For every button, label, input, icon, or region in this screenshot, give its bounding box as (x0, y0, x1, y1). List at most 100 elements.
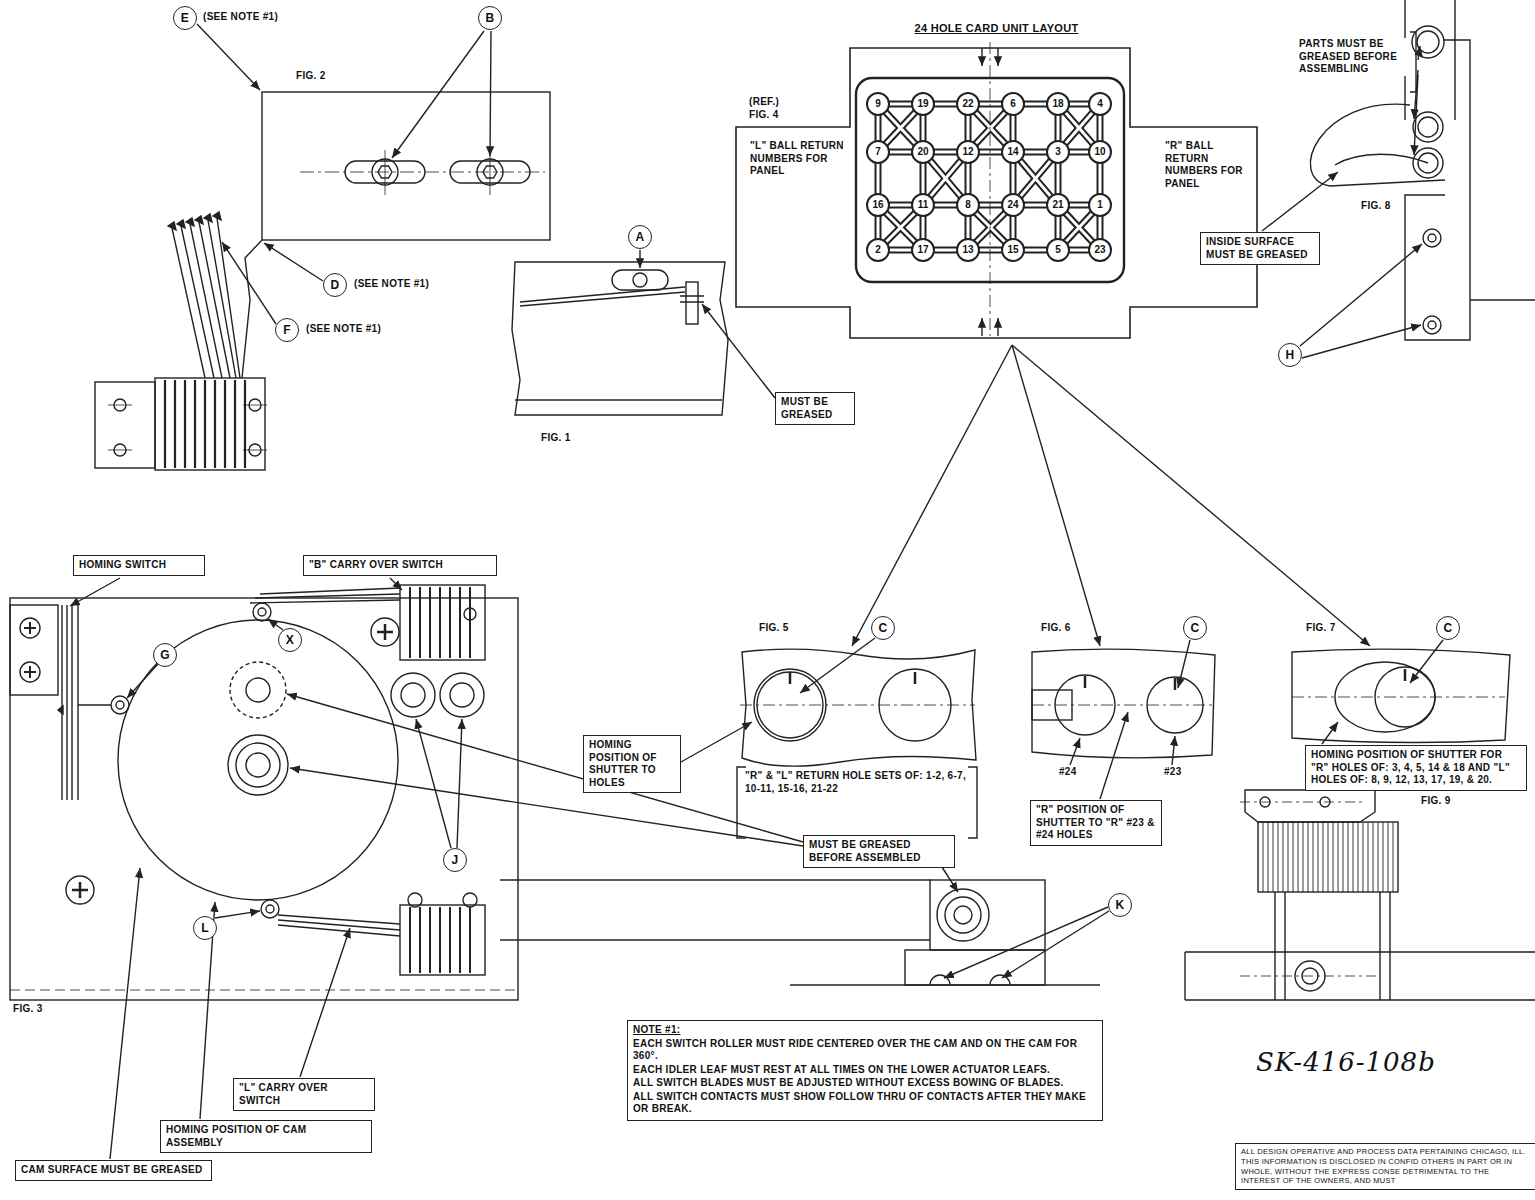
drawing-circle (440, 673, 484, 717)
drawing-path (62, 605, 78, 800)
drawing-path (1245, 790, 1375, 822)
drawing-line (681, 722, 752, 762)
note-text: "L" CARRY OVER SWITCH (239, 1082, 369, 1107)
cam-mount (287, 694, 1109, 985)
callout-letter: C (1444, 621, 1453, 636)
hole-number-circle: 5 (1046, 238, 1070, 262)
figure-label: FIG. 5 (758, 622, 790, 635)
drawing-path (512, 262, 728, 415)
drawing-line (1322, 722, 1338, 744)
callout-circle: E (173, 6, 197, 30)
annotation-label: (SEE NOTE #1) (353, 278, 430, 291)
drawing-line (264, 243, 323, 281)
note-text: ALL SWITCH BLADES MUST BE ADJUSTED WITHO… (633, 1077, 1097, 1090)
drawing-path (410, 587, 470, 658)
drawing-rect (612, 270, 668, 290)
note-text: "R" BALL RETURN NUMBERS FOR PANEL (1165, 140, 1253, 190)
hole-number: 10 (1094, 146, 1105, 159)
drawing-line (1178, 640, 1190, 688)
drawing-path (1032, 649, 1215, 758)
drawing-circle (253, 603, 271, 621)
hole-number-circle: 11 (911, 193, 935, 217)
annotation-label: (SEE NOTE #1) (305, 323, 382, 336)
drawing-path (172, 218, 240, 378)
hole-number: 5 (1055, 244, 1061, 257)
drawing-line (500, 939, 930, 940)
drawing-circle (401, 683, 425, 707)
callout-circle: K (1108, 893, 1132, 917)
callout-circle: H (1278, 343, 1302, 367)
annotation-label: #23 (1163, 766, 1183, 779)
drawing-line (940, 864, 958, 892)
note-text: HOMING POSITION OF SHUTTER TO HOLES (589, 739, 675, 789)
hole-number-circle: 10 (1088, 140, 1112, 164)
drawing-line (1097, 104, 1104, 250)
note-box: CAM SURFACE MUST BE GREASED (15, 1160, 212, 1181)
drawing-circle (463, 893, 477, 907)
callout-circle: C (1436, 616, 1460, 640)
drawing-line (70, 578, 120, 606)
hole-number: 17 (917, 244, 928, 257)
drawing-path (1405, 40, 1470, 340)
drawing-path (1085, 676, 1175, 690)
drawing-circle (246, 678, 270, 702)
hole-number: 19 (917, 98, 928, 111)
hole-number-circle: 15 (1001, 238, 1025, 262)
hole-number-circle: 23 (1088, 238, 1112, 262)
note-text: EACH SWITCH ROLLER MUST RIDE CENTERED OV… (633, 1038, 1097, 1063)
drawing-circle (20, 662, 40, 682)
drawing-line (300, 928, 350, 1077)
hole-number: 15 (1007, 244, 1018, 257)
annotation-label: PARTS MUST BE GREASED BEFORE ASSEMBLING (1298, 38, 1408, 76)
drawing-line (1302, 325, 1421, 358)
drawing-rect (400, 905, 485, 975)
hole-number-circle: 7 (866, 140, 890, 164)
drawing-path (168, 212, 221, 230)
note-box: MUST BE GREASED BEFORE ASSEMBLED (803, 835, 955, 868)
note-box: "R" POSITION OF SHUTTER TO "R" #23 & #24… (1030, 800, 1162, 846)
hole-number-circle: 24 (1001, 193, 1025, 217)
hole-number: 16 (872, 199, 883, 212)
callout-letter: C (1191, 621, 1200, 636)
drawing-line (1410, 640, 1443, 683)
callout-circle: C (871, 616, 895, 640)
drawing-path (108, 405, 267, 450)
drawing-line (300, 172, 545, 173)
drawing-path (24, 666, 36, 678)
drawing-circle (371, 618, 399, 646)
drawing-line (1032, 705, 1212, 706)
drawing-line (997, 318, 998, 336)
drawing-line (490, 31, 491, 156)
hole-number-circle: 22 (956, 92, 980, 116)
drawing-path (1185, 952, 1535, 1000)
drawing-line (290, 768, 803, 846)
hole-number-circle: 4 (1088, 92, 1112, 116)
note-text: EACH IDLER LEAF MUST REST AT ALL TIMES O… (633, 1064, 1097, 1077)
drawing-path (410, 907, 470, 973)
figure-label: FIG. 2 (295, 70, 327, 83)
lattice-bars (878, 104, 1100, 250)
callout-letter: J (452, 853, 459, 868)
drawing-path (1404, 669, 1407, 681)
drawing-line (127, 664, 158, 698)
note-text: HOMING POSITION OF SHUTTER FOR "R" HOLES… (1311, 749, 1521, 787)
drawing-line (702, 304, 775, 398)
annotation-label: "R" & "L" RETURN HOLE SETS OF: 1-2, 6-7,… (744, 770, 968, 795)
fig6-shutter (1032, 640, 1215, 799)
callout-circle: A (628, 225, 652, 249)
drawing-circle (450, 683, 474, 707)
drawing-path (278, 915, 400, 936)
drawing-line (515, 399, 722, 400)
drawing-circle (1428, 321, 1436, 329)
drawing-line (922, 104, 925, 250)
drawing-circle (118, 620, 398, 900)
drawing-line (392, 31, 484, 158)
figure-label: FIG. 7 (1305, 622, 1337, 635)
drawing-circle (236, 743, 280, 787)
hole-number-circle: 21 (1046, 193, 1070, 217)
callout-letter: L (201, 921, 209, 936)
hole-number: 12 (962, 146, 973, 159)
note-text: "R" POSITION OF SHUTTER TO "R" #23 & #24… (1036, 804, 1156, 842)
drawing-circle (1418, 117, 1438, 137)
note-text: "L" BALL RETURN NUMBERS FOR PANEL (750, 140, 845, 178)
